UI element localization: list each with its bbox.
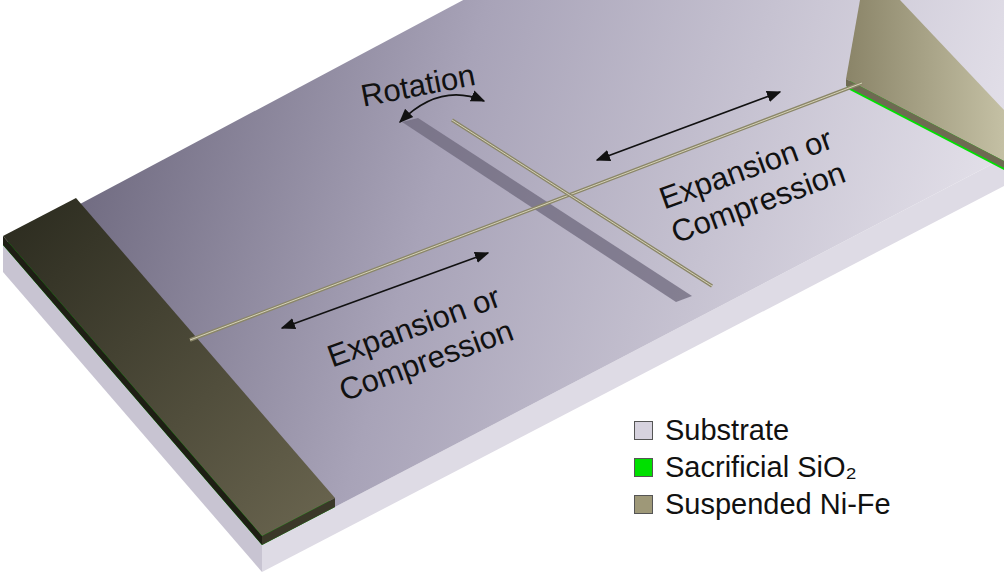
legend-row: Substrate bbox=[634, 412, 891, 449]
legend-text: Substrate bbox=[665, 414, 789, 447]
ni-fe-pad bbox=[846, 0, 1004, 161]
legend-text: Suspended Ni-Fe bbox=[665, 488, 891, 521]
legend: SubstrateSacrificial SiO₂ Suspended Ni-Fe bbox=[634, 412, 891, 523]
ni-fe-pad-edge bbox=[3, 236, 262, 545]
legend-swatch bbox=[634, 421, 653, 440]
legend-text: Sacrificial SiO₂ bbox=[665, 451, 857, 484]
legend-row: Sacrificial SiO₂ bbox=[634, 449, 891, 486]
etched-trench bbox=[402, 118, 692, 302]
ni-fe-pad-edge bbox=[846, 79, 1004, 168]
ni-fe-pad bbox=[3, 198, 335, 536]
legend-swatch bbox=[634, 458, 653, 477]
legend-row: Suspended Ni-Fe bbox=[634, 486, 891, 523]
legend-swatch bbox=[634, 495, 653, 514]
ni-fe-pad-edge bbox=[262, 498, 335, 545]
substrate-top bbox=[3, 0, 1004, 545]
